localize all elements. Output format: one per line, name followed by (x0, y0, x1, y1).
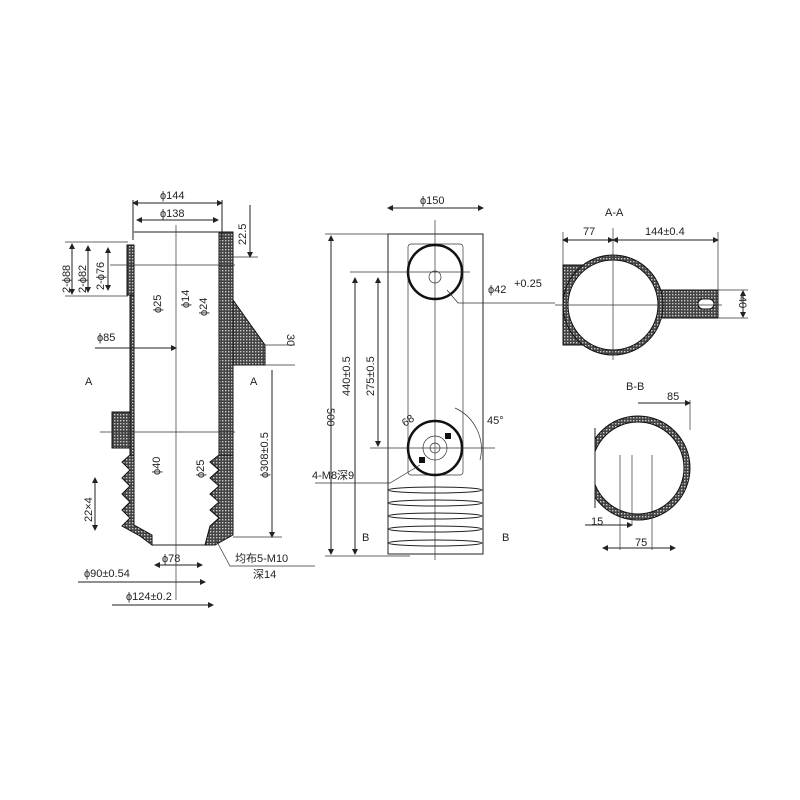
dim-h308: ϕ308±0.5 (259, 432, 271, 478)
dim-d42-tolerance: +0.25 (514, 278, 542, 290)
section-bb: B-B 85 15 75 (583, 381, 691, 551)
dim-d14: ϕ14 (180, 290, 192, 308)
dim-d25-top: ϕ25 (152, 295, 164, 313)
dim-h440: 440±0.5 (341, 356, 353, 396)
dim-angle: 45° (487, 415, 504, 427)
dim-d76: 2-ϕ76 (95, 262, 107, 290)
dim-d124: ϕ124±0.2 (126, 591, 172, 603)
front-section-view: ϕ144 ϕ138 22.5 2-ϕ88 2-ϕ82 2-ϕ76 ϕ25 ϕ14… (61, 190, 315, 608)
dim-d42: ϕ42 (488, 284, 506, 296)
dim-75: 75 (635, 537, 647, 549)
dim-d85: ϕ85 (97, 332, 115, 344)
dim-pitch: 22×4 (83, 497, 95, 522)
dim-d68: 68 (400, 413, 417, 430)
section-b-left: B (362, 532, 369, 544)
dim-85: 85 (667, 391, 679, 403)
dim-77: 77 (583, 226, 595, 238)
dim-d25-bottom: ϕ25 (195, 460, 207, 478)
dim-d24: ϕ24 (198, 298, 210, 316)
dim-d138: ϕ138 (160, 208, 185, 220)
dim-d78: ϕ78 (162, 553, 180, 565)
section-aa: A-A 77 144±0.4 40 (555, 207, 748, 360)
dim-15: 15 (591, 516, 603, 528)
side-view: ϕ150 ϕ42 +0.25 500 440±0.5 275±0.5 68 45… (312, 195, 555, 560)
dim-144: 144±0.4 (645, 226, 685, 238)
dim-h30: 30 (284, 334, 296, 346)
section-b-right: B (502, 532, 509, 544)
dim-bolt: 4-M8深9 (312, 469, 354, 482)
section-aa-title: A-A (605, 207, 624, 219)
dim-h500: 500 (324, 408, 336, 426)
dim-40: 40 (736, 296, 748, 308)
dim-h275: 275±0.5 (365, 356, 377, 396)
note-thread: 均布5-M10 (235, 552, 288, 565)
bellows-left (121, 454, 234, 546)
side-ribs (387, 486, 483, 547)
section-bb-title: B-B (626, 381, 644, 393)
section-a-left: A (85, 376, 93, 388)
section-a-right: A (250, 376, 258, 388)
dim-d150: ϕ150 (420, 195, 445, 207)
dim-d82: 2-ϕ82 (77, 265, 89, 293)
dim-d90: ϕ90±0.54 (84, 568, 130, 580)
dim-h22-5: 22.5 (237, 224, 249, 245)
note-depth: 深14 (253, 568, 276, 581)
dim-d144: ϕ144 (160, 190, 185, 202)
dim-d88: 2-ϕ88 (61, 265, 73, 293)
dim-d40: ϕ40 (151, 457, 163, 475)
